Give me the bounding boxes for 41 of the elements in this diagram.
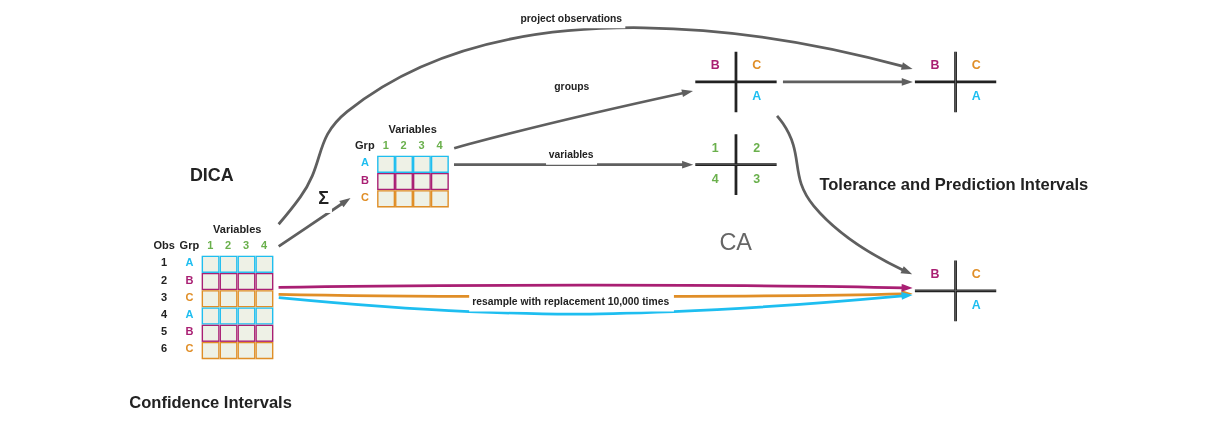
node-label: C	[360, 190, 369, 203]
node-text: B C A	[929, 57, 981, 103]
edge-label: project observations	[520, 12, 622, 24]
node-label: 3	[242, 239, 249, 252]
node-label: 4	[435, 139, 443, 152]
node-label: Grp	[354, 139, 375, 152]
label: CA	[718, 228, 752, 255]
edge-label: resample with replacement 10,000 times	[471, 296, 669, 308]
node-label: B	[360, 173, 369, 186]
edge-label: Σ	[317, 188, 329, 209]
node-label: 2	[400, 139, 407, 152]
node-label: C	[184, 342, 193, 355]
node-label: 1	[160, 256, 167, 269]
node-label: 6	[160, 342, 167, 355]
node-label: 4	[260, 239, 267, 252]
node-label: Grp	[179, 239, 199, 252]
node-label: A	[184, 256, 193, 269]
node-label: 3	[160, 290, 167, 303]
node-label: Variables	[212, 222, 261, 235]
node-label: Obs	[152, 239, 175, 252]
label: DICA	[189, 164, 234, 185]
node-text: B C A	[929, 266, 981, 312]
node-label: 1	[382, 139, 389, 152]
node-label: 5	[160, 325, 167, 338]
node-label: B	[184, 325, 193, 338]
node-label: 1	[206, 239, 213, 252]
node-text: B C A	[710, 57, 761, 103]
label: Confidence Intervals	[128, 393, 292, 413]
node-label: A	[360, 156, 369, 169]
node-label: 2	[224, 239, 231, 252]
node-label: C	[184, 290, 193, 303]
node-label: B	[184, 273, 193, 286]
node-label: 2	[160, 273, 167, 286]
node-label: A	[184, 307, 193, 320]
label: Tolerance and Prediction Intervals	[818, 174, 1088, 194]
edge-label: groups	[553, 80, 589, 92]
edge-label: variables	[548, 149, 594, 161]
node-label: Variables	[388, 122, 437, 135]
node-label: 3	[417, 139, 425, 152]
node-text: 1 2 4 3	[711, 140, 760, 186]
node-label: 4	[160, 307, 167, 320]
